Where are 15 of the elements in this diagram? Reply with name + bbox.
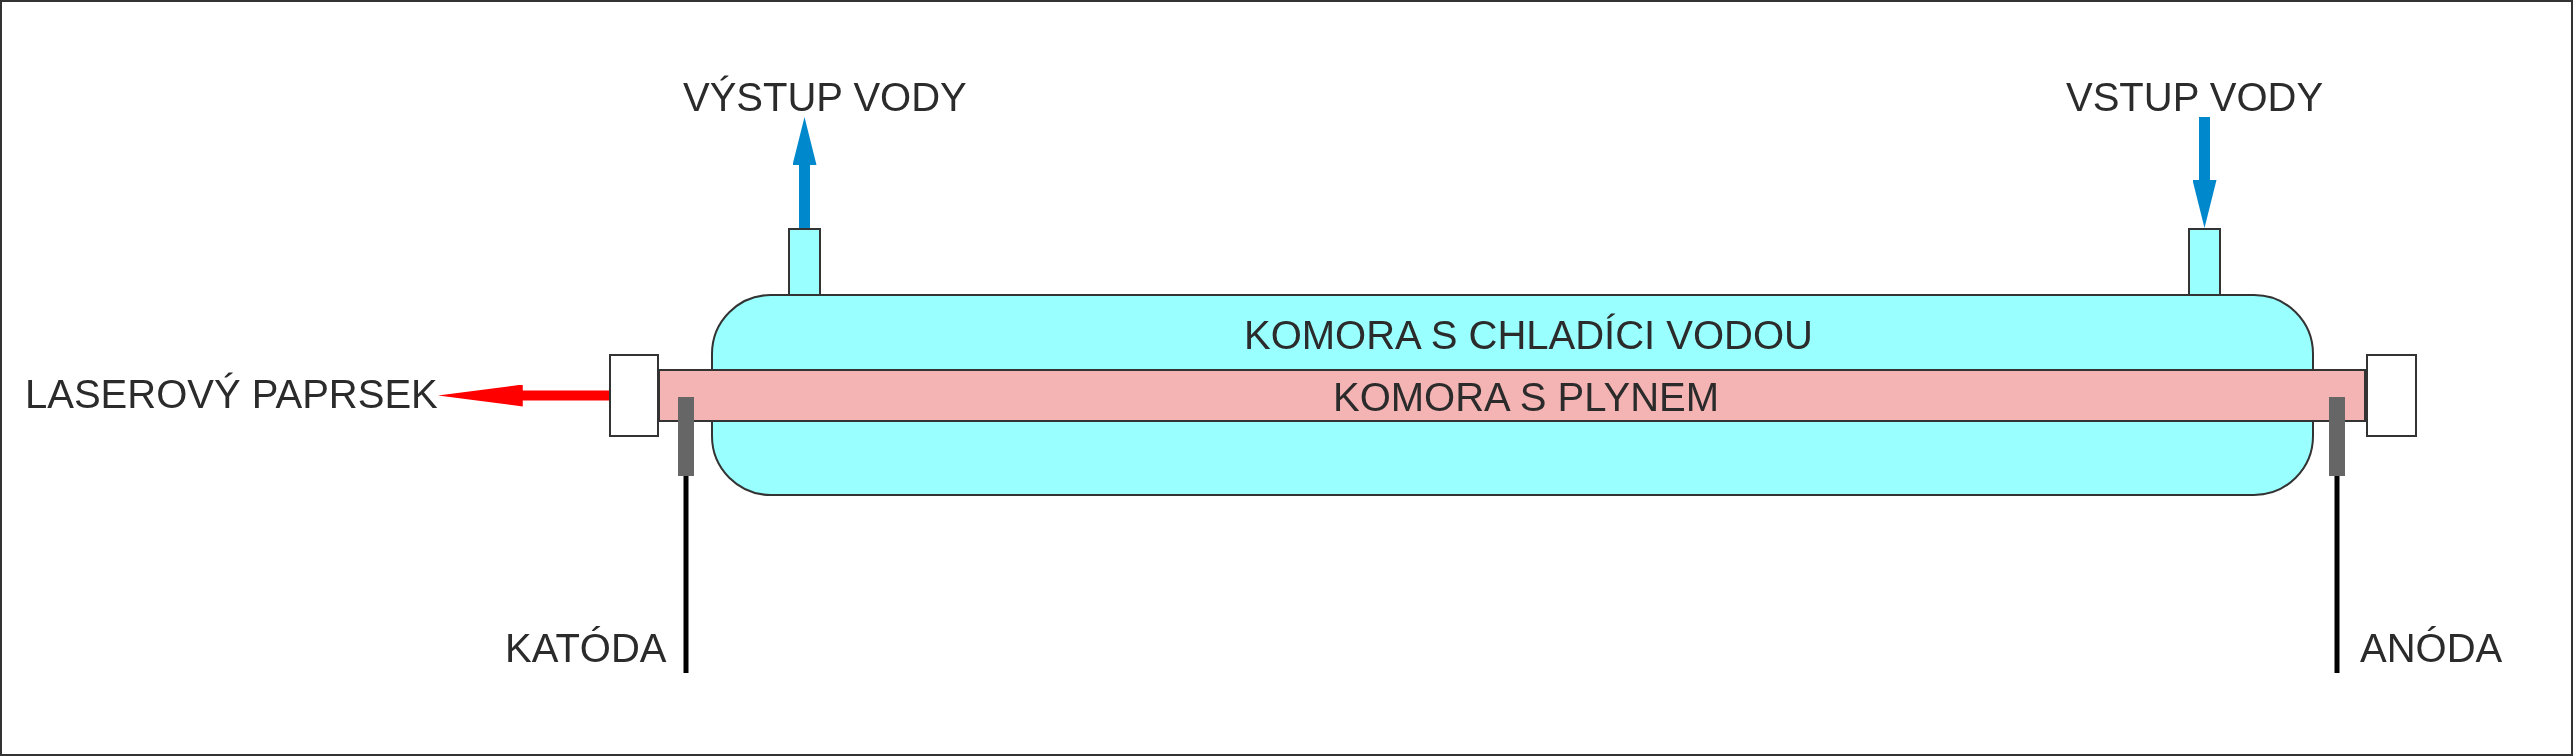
arrow [437,384,609,407]
water-nozzle [2188,228,2221,296]
chamber-label: KOMORA S PLYNEM [1333,377,1719,417]
water-label: VÝSTUP VODY [683,77,967,117]
arrow [2192,117,2217,228]
chamber-label: KOMORA S CHLADÍCI VODOU [1244,315,1813,355]
end-cap [2366,354,2417,437]
end-cap [609,354,659,437]
arrow [792,117,817,228]
gas-tube [658,369,2366,422]
electrode-label: KATÓDA [505,628,667,668]
water-nozzle [788,228,821,296]
beam-label: LASEROVÝ PAPRSEK [25,374,438,414]
electrode-label: ANÓDA [2360,628,2503,668]
water-label: VSTUP VODY [2066,77,2324,117]
